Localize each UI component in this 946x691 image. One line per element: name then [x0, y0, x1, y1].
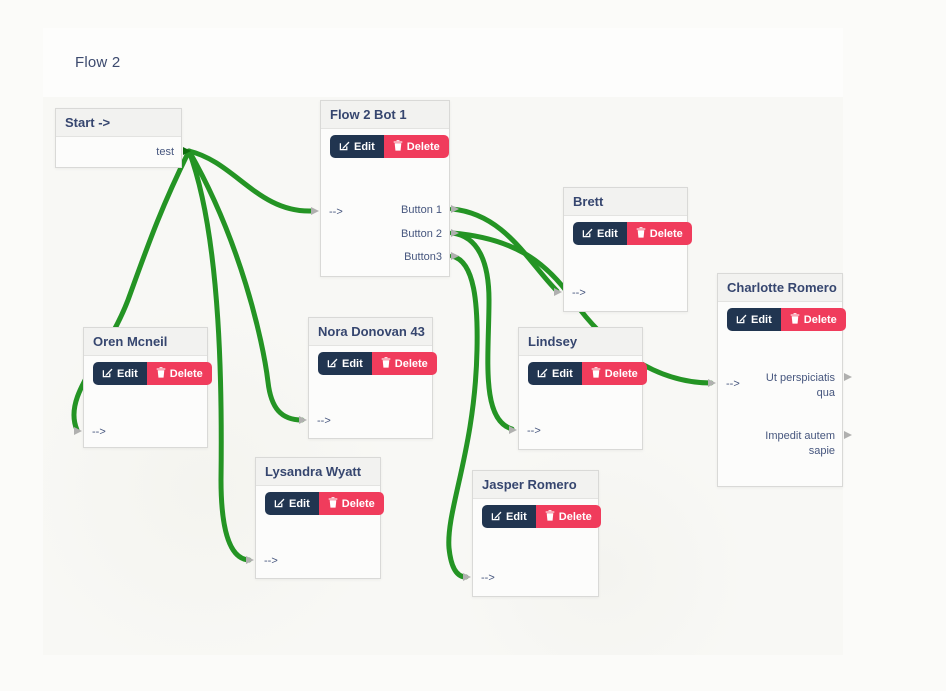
node-nora[interactable]: Nora Donovan 43 Edit Delete --> — [308, 317, 437, 439]
edit-button-label: Edit — [117, 367, 138, 380]
delete-button[interactable]: Delete — [626, 222, 692, 245]
edit-icon — [274, 497, 285, 511]
output-port[interactable]: Button3 — [404, 251, 442, 263]
trash-icon — [545, 509, 555, 524]
input-port[interactable]: --> — [264, 555, 278, 567]
delete-button[interactable]: Delete — [581, 362, 647, 385]
edit-button-label: Edit — [552, 367, 573, 380]
delete-button-label: Delete — [803, 313, 837, 326]
delete-button-label: Delete — [394, 357, 428, 370]
input-port[interactable]: --> — [329, 206, 343, 218]
edit-button[interactable]: Edit — [573, 222, 627, 245]
node-flow2bot1[interactable]: Flow 2 Bot 1 Edit Delete --> Button 1 Button … — [320, 100, 450, 277]
trash-icon — [381, 356, 391, 371]
input-port[interactable]: --> — [317, 415, 331, 427]
edit-button-label: Edit — [597, 227, 618, 240]
trash-icon — [393, 139, 403, 154]
edit-button-label: Edit — [342, 357, 363, 370]
delete-button-label: Delete — [169, 367, 203, 380]
edit-button[interactable]: Edit — [318, 352, 372, 375]
node-actions: Edit Delete — [265, 492, 384, 515]
edit-button-label: Edit — [506, 510, 527, 523]
output-port[interactable]: Ut perspiciatis qua — [765, 372, 835, 399]
edit-button[interactable]: Edit — [727, 308, 781, 331]
input-port[interactable]: --> — [92, 426, 106, 438]
node-actions: Edit Delete — [573, 222, 692, 245]
edit-icon — [102, 367, 113, 381]
node-actions: Edit Delete — [318, 352, 437, 375]
output-port[interactable]: test — [156, 146, 174, 158]
node-actions: Edit Delete — [528, 362, 647, 385]
edit-button-label: Edit — [751, 313, 772, 326]
node-title: Start -> — [56, 109, 181, 137]
node-actions: Edit Delete — [482, 505, 601, 528]
edit-icon — [736, 313, 747, 327]
node-title: Lysandra Wyatt — [256, 458, 380, 486]
trash-icon — [790, 312, 800, 327]
input-port[interactable]: --> — [527, 425, 541, 437]
trash-icon — [636, 226, 646, 241]
edit-button[interactable]: Edit — [528, 362, 582, 385]
input-port[interactable]: --> — [481, 572, 495, 584]
node-actions: Edit Delete — [93, 362, 212, 385]
edit-button-label: Edit — [354, 140, 375, 153]
node-title: Brett — [564, 188, 687, 216]
edit-icon — [327, 357, 338, 371]
edit-button[interactable]: Edit — [482, 505, 536, 528]
trash-icon — [156, 366, 166, 381]
delete-button[interactable]: Delete — [371, 352, 437, 375]
node-title: Charlotte Romero — [718, 274, 842, 302]
delete-button[interactable]: Delete — [146, 362, 212, 385]
node-title: Oren Mcneil — [84, 328, 207, 356]
delete-button[interactable]: Delete — [318, 492, 384, 515]
output-port[interactable]: Button 2 — [401, 228, 442, 240]
node-actions: Edit Delete — [330, 135, 449, 158]
flow-header-bar: Flow 2 — [43, 28, 843, 98]
edit-icon — [537, 367, 548, 381]
output-port[interactable]: Impedit autem sapie — [765, 430, 835, 457]
node-start[interactable]: Start -> test — [55, 108, 182, 168]
delete-button-label: Delete — [406, 140, 440, 153]
trash-icon — [591, 366, 601, 381]
delete-button[interactable]: Delete — [535, 505, 601, 528]
output-port[interactable]: Button 1 — [401, 204, 442, 216]
node-title: Flow 2 Bot 1 — [321, 101, 449, 129]
node-title: Jasper Romero — [473, 471, 598, 499]
delete-button-label: Delete — [341, 497, 375, 510]
delete-button[interactable]: Delete — [383, 135, 449, 158]
edit-icon — [491, 510, 502, 524]
port-triangle-icon — [844, 373, 852, 381]
page-title: Flow 2 — [75, 54, 121, 71]
port-triangle-icon — [844, 431, 852, 439]
node-title: Nora Donovan 43 — [309, 318, 432, 346]
delete-button-label: Delete — [604, 367, 638, 380]
delete-button-label: Delete — [649, 227, 683, 240]
edit-button[interactable]: Edit — [330, 135, 384, 158]
node-actions: Edit Delete — [727, 308, 846, 331]
node-title: Lindsey — [519, 328, 642, 356]
input-port[interactable]: --> — [572, 287, 586, 299]
delete-button-label: Delete — [558, 510, 592, 523]
edit-icon — [582, 227, 593, 241]
edit-button[interactable]: Edit — [93, 362, 147, 385]
edit-button[interactable]: Edit — [265, 492, 319, 515]
trash-icon — [328, 496, 338, 511]
edit-button-label: Edit — [289, 497, 310, 510]
input-port[interactable]: --> — [726, 378, 740, 390]
edit-icon — [339, 140, 350, 154]
delete-button[interactable]: Delete — [780, 308, 846, 331]
